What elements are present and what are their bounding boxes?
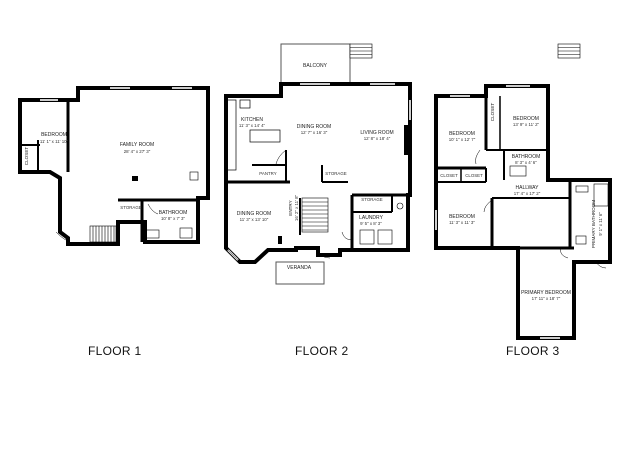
f3-hallway-name: HALLWAY xyxy=(516,185,540,191)
f2-laundry-name: LAUNDRY xyxy=(359,215,383,221)
f2-entry-dims: 16' 2" x 11' 8" xyxy=(294,194,299,221)
f3-closet-a-name: CLOSET xyxy=(490,103,495,122)
f1-closet-name: CLOSET xyxy=(24,147,29,166)
f3-closet-b-name: CLOSET xyxy=(440,173,458,178)
f3-primary-bedroom-dims: 17' 11" x 18' 7" xyxy=(532,296,561,301)
f3-bedroom-a-dims: 10' 1" x 12' 7" xyxy=(449,137,476,142)
floor-1-plan xyxy=(18,86,210,246)
f1-bedroom-dims: 11' 1" x 11' 10" xyxy=(40,139,69,144)
f1-bathroom-name: BATHROOM xyxy=(159,210,188,216)
f2-dining-room-top-name: DINING ROOM xyxy=(297,124,331,130)
floor-1-title: FLOOR 1 xyxy=(88,344,142,358)
f3-bedroom-b-dims: 13' 9" x 11' 2" xyxy=(513,122,540,127)
floor-3-plan xyxy=(434,43,612,340)
f3-bedroom-c-name: BEDROOM xyxy=(449,214,475,220)
f3-hallway-dims: 17' 4" x 17' 2" xyxy=(514,191,541,196)
f1-bathroom-dims: 10' 8" x 7' 3" xyxy=(161,216,186,221)
f3-closet-c-name: CLOSET xyxy=(465,173,483,178)
f3-primary-bathroom-dims: 9' 1" x 11' 6" xyxy=(598,212,603,236)
f2-kitchen-dims: 11' 3" x 14' 4" xyxy=(239,123,266,128)
f3-bedroom-a-name: BEDROOM xyxy=(449,131,475,137)
f2-balcony-name: BALCONY xyxy=(303,63,328,69)
f2-dining-room-top-dims: 12' 7" x 16' 3" xyxy=(301,130,328,135)
floor-1-labels: BEDROOM 11' 1" x 11' 10" CLOSET FAMILY R… xyxy=(24,132,187,221)
f1-family-room-dims: 28' 4" x 27' 3" xyxy=(124,149,151,154)
floor-2-labels: BALCONY KITCHEN 11' 3" x 14' 4" DINING R… xyxy=(237,63,394,271)
f1-storage-name: STORAGE xyxy=(120,205,141,210)
floor-3-labels: BEDROOM 10' 1" x 12' 7" CLOSET BEDROOM 1… xyxy=(440,103,603,301)
f3-primary-bathroom-name: PRIMARY BATHROOM xyxy=(591,200,596,248)
f3-bedroom-c-dims: 11' 3" x 11' 3" xyxy=(449,220,475,225)
f2-laundry-dims: 9' 5" x 8' 3" xyxy=(360,221,382,226)
f2-dining-room-name: DINING ROOM xyxy=(237,211,271,217)
f2-veranda-name: VERANDA xyxy=(287,265,312,271)
floor-3-title: FLOOR 3 xyxy=(506,344,560,358)
floor-2-plan xyxy=(224,43,412,285)
f3-bathroom-dims: 8' 3" x 4' 6" xyxy=(515,160,537,165)
f1-bedroom-name: BEDROOM xyxy=(41,132,67,138)
f3-bedroom-b-name: BEDROOM xyxy=(513,116,539,122)
f2-living-room-dims: 12' 8" x 18' 4" xyxy=(364,136,391,141)
f3-bathroom-name: BATHROOM xyxy=(512,154,541,160)
f2-kitchen-name: KITCHEN xyxy=(241,117,263,123)
f2-living-room-name: LIVING ROOM xyxy=(360,130,393,136)
floor-2-title: FLOOR 2 xyxy=(295,344,349,358)
f2-dining-room-dims: 11' 3" x 13' 10" xyxy=(240,217,269,222)
f2-storage-a-name: STORAGE xyxy=(325,171,346,176)
f2-pantry-name: PANTRY xyxy=(259,171,276,176)
f2-entry-name: ENTRY xyxy=(288,200,293,216)
f2-storage-b-name: STORAGE xyxy=(361,197,382,202)
f1-family-room-name: FAMILY ROOM xyxy=(120,142,154,148)
f3-primary-bedroom-name: PRIMARY BEDROOM xyxy=(521,290,571,296)
